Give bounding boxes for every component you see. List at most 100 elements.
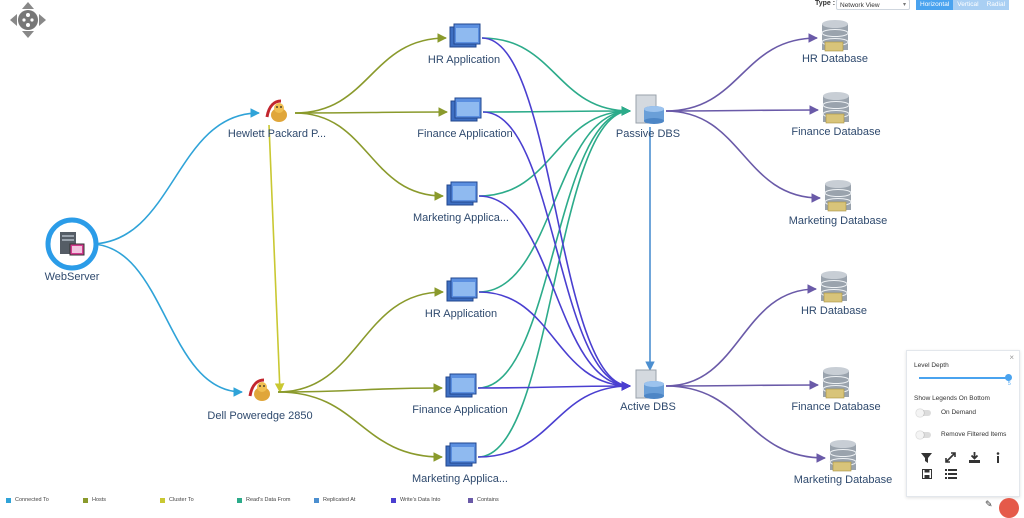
- edge-writes[interactable]: [477, 381, 631, 391]
- legend-label: Contains: [477, 497, 499, 503]
- node-findb2[interactable]: Finance Database: [791, 367, 881, 413]
- node-hr1[interactable]: HR Application: [428, 23, 500, 66]
- on-demand-row: On Demand: [916, 408, 977, 417]
- node-pdbs[interactable]: Passive DBS: [616, 94, 680, 140]
- edge-contains[interactable]: [665, 33, 818, 112]
- edge-hosts[interactable]: [277, 287, 444, 393]
- node-hr2[interactable]: HR Application: [425, 277, 497, 320]
- pan-control[interactable]: [8, 0, 48, 40]
- database-icon: [820, 271, 848, 303]
- node-findb1[interactable]: Finance Database: [791, 92, 881, 138]
- edge-writes[interactable]: [481, 37, 631, 391]
- action-button[interactable]: [999, 498, 1019, 518]
- edge-reads[interactable]: [477, 106, 631, 458]
- edit-icon[interactable]: ✎: [985, 499, 993, 509]
- node-web[interactable]: WebServer: [45, 217, 100, 283]
- edge-hosts[interactable]: [294, 33, 447, 114]
- node-mkt2[interactable]: Marketing Applica...: [412, 442, 508, 485]
- edge-writes[interactable]: [478, 195, 631, 391]
- legend-label: Connected To: [15, 497, 49, 503]
- pan-left-icon[interactable]: [10, 14, 17, 26]
- node-hrdb1[interactable]: HR Database: [802, 20, 868, 65]
- node-mkt1[interactable]: Marketing Applica...: [413, 181, 509, 224]
- expand-icon[interactable]: [945, 452, 956, 463]
- pan-up-icon[interactable]: [22, 2, 34, 9]
- node-mktdb2[interactable]: Marketing Database: [794, 440, 892, 486]
- save-icon[interactable]: [922, 469, 932, 479]
- node-label: Marketing Applica...: [413, 212, 509, 224]
- edge-cluster[interactable]: [268, 124, 285, 393]
- orientation-horizontal-button[interactable]: Horizontal: [916, 0, 954, 10]
- remove-filtered-toggle[interactable]: [916, 430, 931, 439]
- edge-contains[interactable]: [665, 284, 817, 387]
- edge-writes[interactable]: [482, 111, 631, 391]
- node-label: Active DBS: [620, 401, 676, 413]
- view-type-select[interactable]: Network View ▾: [836, 0, 910, 10]
- node-label: Marketing Database: [789, 215, 887, 227]
- edge-writes[interactable]: [477, 381, 631, 458]
- edge-contains[interactable]: [665, 105, 819, 115]
- legend-item: Hosts: [83, 497, 106, 503]
- application-icon: [445, 373, 477, 398]
- node-fin1[interactable]: Finance Application: [417, 97, 513, 140]
- on-demand-toggle[interactable]: [916, 408, 931, 417]
- level-depth-slider[interactable]: [919, 377, 1009, 379]
- filter-icon[interactable]: [921, 453, 932, 463]
- tomcat-icon: [248, 378, 270, 401]
- edge-hosts[interactable]: [294, 107, 448, 117]
- settings-panel: × Level Depth 5 Show Legends On Bottom O…: [906, 350, 1020, 497]
- node-fin2[interactable]: Finance Application: [412, 373, 508, 416]
- orientation-radial-button[interactable]: Radial: [982, 0, 1010, 10]
- node-label: HR Application: [425, 308, 497, 320]
- db-server-icon: [635, 94, 664, 124]
- edge-reads[interactable]: [478, 106, 631, 197]
- edge-contains[interactable]: [665, 380, 819, 390]
- level-depth-label: Level Depth: [914, 362, 949, 369]
- level-depth-slider-handle[interactable]: [1005, 374, 1012, 381]
- edge-hosts[interactable]: [294, 112, 444, 201]
- edge-contains[interactable]: [665, 110, 821, 203]
- legend-swatch: [83, 497, 88, 503]
- node-dell[interactable]: Dell Poweredge 2850: [207, 378, 313, 422]
- node-label: HR Database: [801, 305, 867, 317]
- node-adbs[interactable]: Active DBS: [620, 369, 676, 413]
- pan-down-icon[interactable]: [22, 31, 34, 38]
- node-hp[interactable]: Hewlett Packard P...: [228, 99, 326, 140]
- info-icon[interactable]: [995, 452, 1001, 463]
- edge-hosts[interactable]: [277, 391, 443, 462]
- node-label: Finance Database: [791, 126, 880, 138]
- remove-filtered-row: Remove Filtered Items: [916, 430, 1006, 439]
- legend-item: Write's Data Into: [391, 497, 440, 503]
- close-icon[interactable]: ×: [1009, 353, 1014, 362]
- application-icon: [445, 442, 477, 467]
- edge-connected[interactable]: [89, 243, 243, 397]
- legend-swatch: [160, 497, 165, 503]
- legend-label: Read's Data From: [246, 497, 291, 503]
- list-icon[interactable]: [945, 469, 957, 479]
- edge-reads[interactable]: [481, 37, 631, 116]
- edge-writes[interactable]: [478, 291, 631, 391]
- legend-item: Connected To: [6, 497, 49, 503]
- application-icon: [450, 97, 482, 122]
- database-icon: [829, 440, 857, 472]
- database-icon: [821, 20, 849, 52]
- edge-hosts[interactable]: [277, 383, 443, 393]
- application-icon: [446, 277, 478, 302]
- edge-reads[interactable]: [477, 106, 631, 389]
- pan-right-icon[interactable]: [39, 14, 46, 26]
- view-type-value: Network View: [840, 2, 880, 9]
- edge-reads[interactable]: [482, 106, 631, 116]
- node-hrdb2[interactable]: HR Database: [801, 271, 867, 317]
- edge-connected[interactable]: [89, 108, 260, 245]
- download-icon[interactable]: [969, 452, 980, 463]
- edge-contains[interactable]: [665, 385, 826, 463]
- pan-center-icon[interactable]: [18, 10, 38, 30]
- node-mktdb1[interactable]: Marketing Database: [789, 180, 887, 227]
- legend-item: Replicated At: [314, 497, 355, 503]
- legend-label: Cluster To: [169, 497, 194, 503]
- legend-label: Hosts: [92, 497, 107, 503]
- on-demand-label: On Demand: [941, 409, 977, 416]
- orientation-vertical-button[interactable]: Vertical: [953, 0, 983, 10]
- chevron-down-icon: ▾: [902, 2, 906, 8]
